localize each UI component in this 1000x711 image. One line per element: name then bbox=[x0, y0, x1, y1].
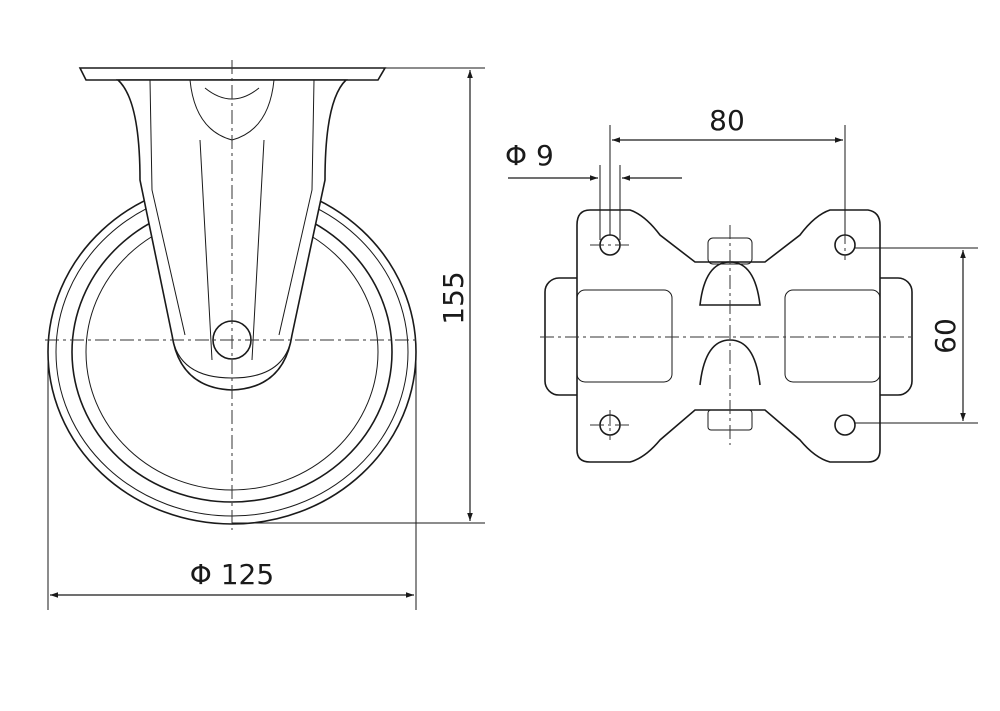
height-dimension: 155 bbox=[232, 67, 485, 524]
wheel-diameter-dimension: Φ 125 bbox=[47, 345, 417, 610]
side-view bbox=[45, 60, 420, 530]
bolt-hole bbox=[834, 414, 856, 436]
top-view bbox=[540, 209, 915, 463]
hole-spacing-y-label: 60 bbox=[929, 318, 962, 354]
hole-spacing-y-dimension: 60 bbox=[855, 247, 978, 424]
hole-diameter-dimension: Φ 9 bbox=[505, 139, 682, 240]
height-label: 155 bbox=[437, 271, 470, 324]
hole-diameter-label: Φ 9 bbox=[505, 139, 554, 172]
hole-spacing-x-label: 80 bbox=[709, 104, 745, 137]
wheel-diameter-label: Φ 125 bbox=[190, 558, 274, 591]
mounting-plate bbox=[576, 209, 881, 463]
hole-spacing-x-dimension: 80 bbox=[609, 104, 846, 235]
top-plate bbox=[78, 67, 387, 81]
